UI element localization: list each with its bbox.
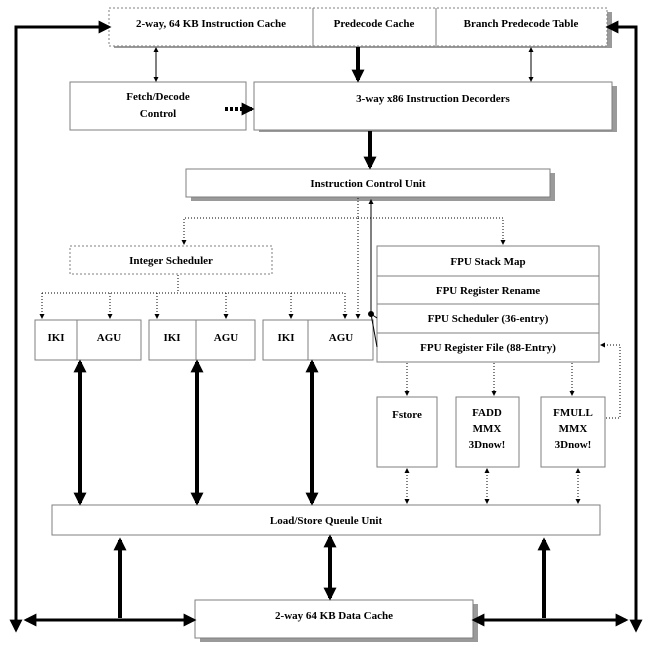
fadd-block: FADD MMX 3Dnow! xyxy=(455,396,520,468)
right-outer-bus-arrow xyxy=(605,20,643,633)
fadd-3dnow-label: 3Dnow! xyxy=(469,439,506,451)
iki-agu-unit-3: IKI AGU xyxy=(262,319,374,361)
load-store-queue-block: Load/Store Queule Unit xyxy=(51,504,601,536)
load-store-queue-label: Load/Store Queule Unit xyxy=(270,515,383,527)
instruction-decoders-block: 3-way x86 Instruction Decorders xyxy=(253,81,613,131)
left-outer-bus-arrow xyxy=(9,20,112,633)
fmull-3dnow-label: 3Dnow! xyxy=(555,439,592,451)
agu-label-3: AGU xyxy=(329,332,354,344)
fmull-feedback-arrow xyxy=(600,342,621,419)
integer-scheduler-label: Integer Scheduler xyxy=(129,255,213,267)
fadd-label: FADD xyxy=(472,407,502,419)
icache-row-frame xyxy=(108,7,608,47)
connections xyxy=(9,20,643,633)
fadd-mmx-label: MMX xyxy=(473,423,502,435)
instruction-control-unit-label: Instruction Control Unit xyxy=(310,178,426,190)
iki-agu-unit-2: IKI AGU xyxy=(148,319,256,361)
fstore-label: Fstore xyxy=(392,409,422,421)
data-cache-label: 2-way 64 KB Data Cache xyxy=(275,610,393,622)
integer-scheduler-block: Integer Scheduler xyxy=(69,245,273,275)
instruction-decoders-label: 3-way x86 Instruction Decorders xyxy=(356,93,510,105)
fetch-control-label: Control xyxy=(140,108,176,120)
branch-predecode-table-label: Branch Predecode Table xyxy=(464,18,579,30)
iki-label-3: IKI xyxy=(277,332,294,344)
fmull-block: FMULL MMX 3Dnow! xyxy=(540,396,606,468)
icache-row: 2-way, 64 KB Instruction Cache Predecode… xyxy=(108,7,608,47)
icu-to-fpu-arrow xyxy=(358,217,506,245)
iki-agu-unit-1: IKI AGU xyxy=(34,319,142,361)
instruction-control-unit-block: Instruction Control Unit xyxy=(185,168,551,198)
iki-label-1: IKI xyxy=(47,332,64,344)
fpu-stack-block: FPU Stack Map FPU Register Rename FPU Sc… xyxy=(376,245,600,363)
fstore-block: Fstore xyxy=(376,396,438,468)
fpu-register-rename-label: FPU Register Rename xyxy=(436,285,540,297)
fetch-decode-label: Fetch/Decode xyxy=(126,91,190,103)
fetch-decode-control-block: Fetch/Decode Control xyxy=(69,81,247,131)
fpu-scheduler-label: FPU Scheduler (36-entry) xyxy=(428,313,549,325)
iki-label-2: IKI xyxy=(163,332,180,344)
data-cache-block: 2-way 64 KB Data Cache xyxy=(194,599,474,639)
fpu-stack-map-label: FPU Stack Map xyxy=(450,256,525,268)
instruction-cache-label: 2-way, 64 KB Instruction Cache xyxy=(136,18,286,30)
fmull-label: FMULL xyxy=(553,407,593,419)
icu-to-integer-scheduler-arrow xyxy=(181,198,359,245)
fmull-mmx-label: MMX xyxy=(559,423,588,435)
predecode-cache-label: Predecode Cache xyxy=(334,18,415,30)
agu-label-2: AGU xyxy=(214,332,239,344)
fpu-register-file-label: FPU Register File (88-Entry) xyxy=(420,342,556,354)
agu-label-1: AGU xyxy=(97,332,122,344)
